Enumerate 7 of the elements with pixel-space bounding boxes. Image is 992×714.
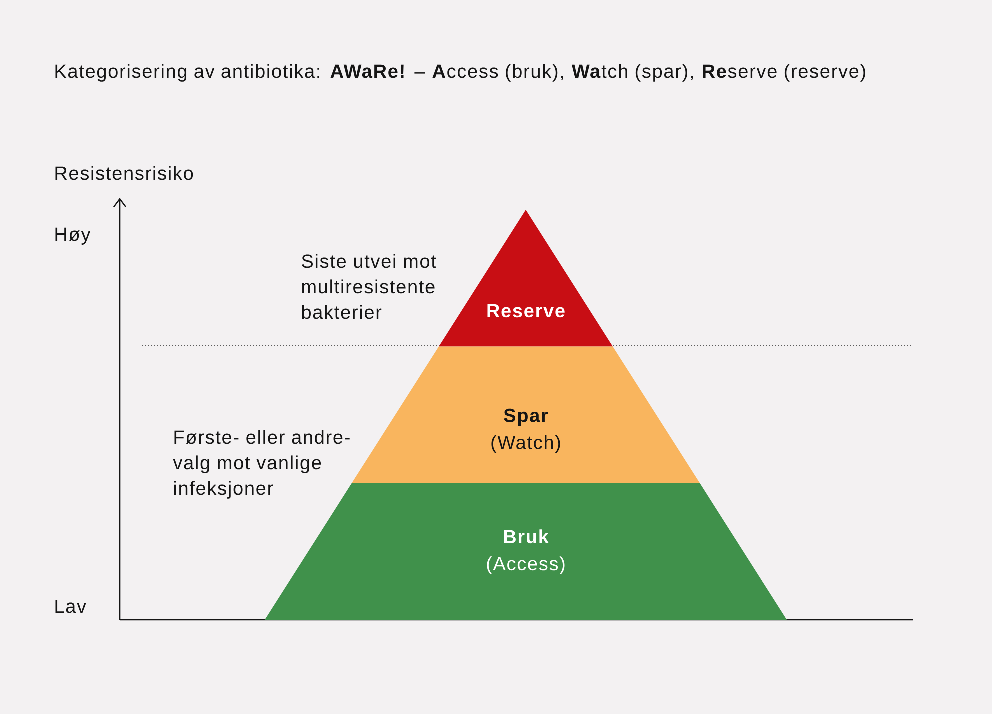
axis-level-label: Høy	[56, 228, 91, 245]
axis-title: Resistensrisiko	[56, 166, 194, 180]
pyramid-tier: Reserve	[439, 210, 613, 347]
axis-level-label: Lav	[56, 600, 86, 614]
annotation-text: Siste utvei mot multiresistente bakterier	[302, 254, 436, 320]
pyramid-tier: Spar (Watch)	[352, 346, 700, 484]
title: Kategorisering av antibiotika: AWaRe! – Access (bruk), Watch (spar), Reserve (reserve)	[56, 64, 866, 82]
